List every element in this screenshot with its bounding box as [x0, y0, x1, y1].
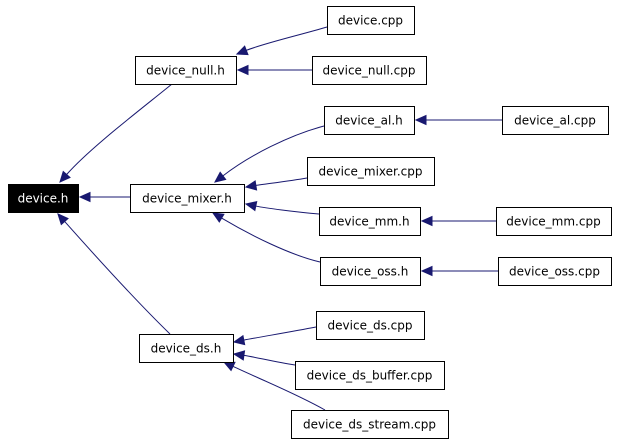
edge-device_al_cpp-to-device_al_h: [414, 114, 502, 126]
node-box[interactable]: [319, 207, 421, 236]
arrowhead-icon: [414, 114, 427, 126]
node-label: device_ds.cpp: [328, 319, 413, 333]
node-label: device_ds_stream.cpp: [303, 418, 436, 432]
edge-device_ds_buffer_cpp-to-device_ds_h: [232, 350, 296, 366]
node-label: device.h: [18, 192, 69, 206]
arrowhead-icon: [244, 201, 258, 212]
node-label: device_oss.cpp: [509, 265, 600, 279]
edges-layer: [57, 26, 502, 411]
arrowhead-icon: [232, 350, 246, 361]
arrowhead-icon: [59, 170, 71, 183]
node-box[interactable]: [130, 184, 245, 213]
node-box[interactable]: [320, 257, 421, 286]
node-device-al-h[interactable]: device_al.h: [324, 106, 415, 135]
arrowhead-icon: [244, 180, 258, 191]
node-device-mm-h[interactable]: device_mm.h: [319, 207, 421, 236]
edge-line: [232, 365, 326, 411]
node-device-al-cpp[interactable]: device_al.cpp: [502, 106, 609, 135]
node-box[interactable]: [139, 334, 234, 363]
edge-line: [246, 26, 328, 51]
node-box[interactable]: [295, 361, 445, 390]
node-device-null-h[interactable]: device_null.h: [135, 56, 237, 85]
edge-device_ds_h-to-device_h: [57, 213, 171, 335]
edge-device_mixer_h-to-device_h: [78, 191, 130, 203]
node-device-oss-h[interactable]: device_oss.h: [320, 257, 421, 286]
arrowhead-icon: [78, 191, 91, 203]
edge-device_null_cpp-to-device_null_h: [236, 64, 312, 76]
node-label: device_al.cpp: [514, 114, 596, 128]
arrowhead-icon: [420, 265, 433, 277]
node-box[interactable]: [316, 311, 425, 340]
node-box[interactable]: [324, 106, 415, 135]
edge-line: [64, 221, 171, 335]
edge-device_oss_h-to-device_mixer_h: [211, 212, 321, 263]
node-box[interactable]: [291, 410, 449, 439]
node-label: device_mixer.cpp: [318, 165, 422, 179]
node-label: device_null.h: [146, 64, 225, 78]
edge-device_mixer_cpp-to-device_mixer_h: [244, 177, 308, 191]
node-label: device_ds_buffer.cpp: [307, 369, 433, 383]
arrowhead-icon: [236, 64, 249, 76]
node-box[interactable]: [312, 56, 427, 85]
edge-device_ds_cpp-to-device_ds_h: [232, 326, 317, 346]
node-device-cpp[interactable]: device.cpp: [327, 6, 415, 35]
node-box[interactable]: [8, 184, 79, 213]
node-box[interactable]: [496, 207, 612, 236]
nodes-layer: device.h device_null.h device.cpp device_nu…: [8, 6, 612, 439]
node-label: device_mm.h: [329, 215, 409, 229]
node-device-ds-cpp[interactable]: device_ds.cpp: [316, 311, 425, 340]
arrowhead-icon: [420, 215, 433, 227]
edge-line: [243, 326, 317, 341]
node-label: device_oss.h: [332, 265, 409, 279]
edge-device_cpp-to-device_null_h: [235, 26, 328, 56]
node-label: device_null.cpp: [323, 64, 416, 78]
node-device-ds-h[interactable]: device_ds.h: [139, 334, 234, 363]
node-label: device_mm.cpp: [506, 215, 600, 229]
edge-line: [255, 205, 320, 215]
node-device-mixer-cpp[interactable]: device_mixer.cpp: [307, 157, 435, 186]
node-device-ds-buffer-cpp[interactable]: device_ds_buffer.cpp: [295, 361, 445, 390]
arrowhead-icon: [214, 171, 227, 183]
node-label: device_al.h: [335, 114, 403, 128]
arrowhead-icon: [211, 212, 225, 223]
edge-device_oss_cpp-to-device_oss_h: [420, 265, 499, 277]
node-device-ds-stream-cpp[interactable]: device_ds_stream.cpp: [291, 410, 449, 439]
node-label: device_ds.h: [151, 342, 222, 356]
node-device-mixer-h[interactable]: device_mixer.h: [130, 184, 245, 213]
node-device-h[interactable]: device.h: [8, 184, 79, 213]
node-device-null-cpp[interactable]: device_null.cpp: [312, 56, 427, 85]
edge-device_mm_cpp-to-device_mm_h: [420, 215, 496, 227]
arrowhead-icon: [222, 361, 236, 372]
node-device-mm-cpp[interactable]: device_mm.cpp: [496, 207, 612, 236]
node-box[interactable]: [135, 56, 237, 85]
edge-device_al_h-to-device_mixer_h: [214, 125, 325, 183]
node-box[interactable]: [307, 157, 435, 186]
edge-line: [66, 83, 173, 175]
edge-device_mm_h-to-device_mixer_h: [244, 201, 320, 215]
edge-line: [243, 354, 296, 366]
node-box[interactable]: [327, 6, 415, 35]
edge-line: [221, 217, 321, 263]
arrowhead-icon: [235, 45, 249, 56]
edge-device_null_h-to-device_h: [59, 83, 173, 183]
node-label: device_mixer.h: [142, 192, 232, 206]
node-box[interactable]: [502, 106, 609, 135]
arrowhead-icon: [57, 213, 69, 226]
edge-line: [255, 177, 308, 186]
node-device-oss-cpp[interactable]: device_oss.cpp: [498, 257, 612, 286]
node-label: device.cpp: [338, 14, 403, 28]
node-box[interactable]: [498, 257, 612, 286]
arrowhead-icon: [232, 334, 246, 346]
edge-line: [222, 125, 325, 177]
